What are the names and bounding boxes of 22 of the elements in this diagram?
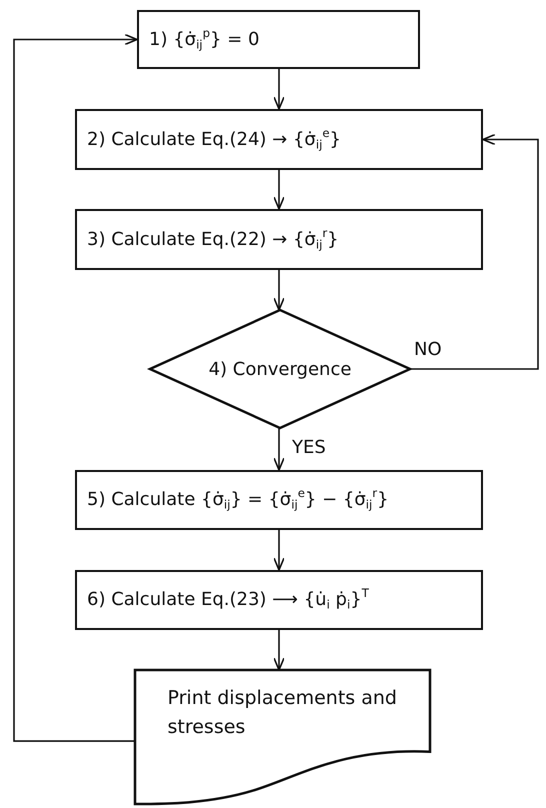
arrow	[273, 69, 285, 110]
node-text: 1) {σ̇$_{ij}$$^{p}$} = 0	[149, 24, 260, 54]
arrow	[273, 630, 285, 671]
node-text: 5) Calculate {σ̇$_{ij}$} = {σ̇$_{ij}$$^{e}$} − {σ̇$_{ij}$$^{r}$}	[87, 485, 389, 514]
document-shape	[135, 670, 430, 804]
node-text: 2) Calculate Eq.(24) → {σ̇$_{ij}$$^{e}$}	[87, 124, 341, 154]
node-text: Print displacements and stresses	[168, 686, 398, 740]
arrow	[273, 530, 285, 571]
process-box	[75, 470, 483, 530]
process-box	[75, 570, 483, 630]
node-text: 4) Convergence	[208, 358, 352, 382]
arrow	[13, 34, 138, 742]
arrow	[273, 270, 285, 311]
process-box	[75, 109, 483, 170]
node-text: 6) Calculate Eq.(23) ⟶ {u̇$_{i}$ ṗ$_{i}$}$^{T}$	[87, 585, 369, 614]
arrow	[410, 134, 539, 370]
node-text: 3) Calculate Eq.(22) → {σ̇$_{ij}$$^{r}$}	[87, 224, 339, 254]
arrow	[273, 170, 285, 210]
decision-diamond	[150, 310, 410, 428]
process-box	[75, 209, 483, 270]
process-box	[137, 10, 420, 69]
arrow	[273, 428, 285, 471]
